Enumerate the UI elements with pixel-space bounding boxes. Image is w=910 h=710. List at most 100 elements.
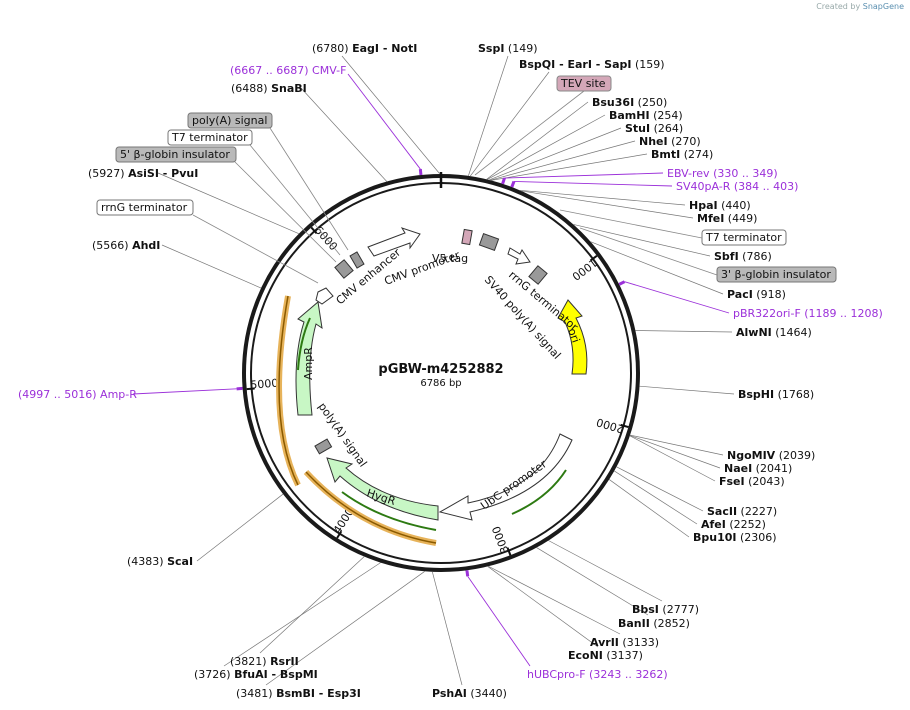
site-leader: [432, 571, 463, 686]
primer-mark: [510, 180, 516, 188]
site-leader: [196, 493, 284, 562]
site-leader: [548, 540, 663, 602]
site-leader: [490, 153, 648, 181]
leader-lines: [157, 55, 735, 686]
feature-cmv-enhancer-arrow: [367, 227, 421, 257]
feature-label-ampr: AmpR: [302, 347, 315, 380]
feature-label-ori: ori: [565, 327, 582, 345]
site-label: (5566) AhdI: [92, 239, 160, 252]
primer-label: EBV-rev (330 .. 349): [667, 167, 778, 180]
primer-label: hUBCpro-F (3243 .. 3262): [527, 668, 668, 681]
tick-mark: [620, 423, 629, 429]
site-label: BbsI (2777): [632, 603, 699, 616]
site-leader: [265, 571, 426, 686]
site-leader: [519, 189, 686, 206]
orf-arrow-hygr: [341, 491, 437, 531]
site-leader: [629, 435, 721, 469]
tick-mark: [506, 547, 512, 556]
site-leader: [223, 562, 381, 667]
feature-insulator-box-right: [528, 265, 548, 285]
primer-leader: [513, 180, 673, 187]
site-leader: [573, 224, 711, 257]
site-leader: [489, 127, 622, 181]
site-label: BmtI (274): [651, 148, 713, 161]
feature-label-ubc-promoter: UbC promoter: [478, 457, 549, 512]
site-leader: [341, 55, 441, 175]
site-label: SacII (2227): [707, 505, 777, 518]
boxed-label-5-globin-insulator: 5' β-globin insulator: [115, 146, 237, 163]
svg-text:TEV site: TEV site: [560, 77, 606, 90]
site-leader: [635, 330, 733, 333]
site-label: PacI (918): [727, 288, 786, 301]
primer-leader: [624, 281, 730, 314]
primers: (6667 .. 6687) CMV-F EBV-rev (330 .. 349)…: [18, 64, 883, 681]
site-leader: [161, 244, 262, 289]
site-label: BanII (2852): [618, 617, 690, 630]
site-leader: [590, 241, 724, 295]
primer-mark: [501, 177, 506, 185]
site-leader: [468, 55, 509, 177]
orf-arrow-bottom-inner: [305, 471, 437, 544]
site-label: (5927) AsiSI - PvuI: [88, 167, 198, 180]
boxed-label-rrng-terminator: rrnG terminator: [96, 199, 194, 216]
site-leader: [486, 101, 589, 180]
site-label: Bsu36I (250): [592, 96, 667, 109]
site-leader: [487, 114, 606, 180]
boxed-labels: TEV site poly(A) signal T7 terminator 5'…: [96, 75, 837, 283]
site-leader: [629, 435, 716, 482]
plasmid-size: 6786 bp: [420, 378, 461, 389]
boxed-label-polya-signal: poly(A) signal: [187, 112, 273, 129]
site-label: AfeI (2252): [701, 518, 766, 531]
feature-hygr-arrow: [326, 457, 439, 521]
orf-arrow-left-inner: [278, 295, 299, 486]
primer-leader: [504, 172, 664, 179]
primer-label: (6667 .. 6687) CMV-F: [230, 64, 346, 77]
tick-label: 5000: [250, 377, 279, 392]
site-label: NheI (270): [639, 135, 701, 148]
primer-label: SV40pA-R (384 .. 403): [676, 180, 798, 193]
site-leader: [157, 172, 300, 235]
site-label: (6780) EagI - NotI: [312, 42, 417, 55]
site-label: Bpu10I (2306): [693, 531, 777, 544]
boxed-leaders: [192, 90, 718, 284]
feature-insulator-box-top: [478, 232, 500, 252]
tick-label: 3000: [490, 524, 512, 555]
svg-text:3' β-globin insulator: 3' β-globin insulator: [721, 268, 831, 281]
feature-label-hygr: HygR: [365, 486, 397, 508]
site-leader: [469, 71, 550, 177]
boxed-label-3-globin-insulator: 3' β-globin insulator: [716, 266, 837, 283]
site-label: SbfI (786): [714, 250, 772, 263]
site-label: (3481) BsmBI - Esp3I: [236, 687, 361, 700]
site-label: AvrII (3133): [590, 636, 659, 649]
orf-arrow-left: [276, 295, 301, 487]
svg-text:poly(A) signal: poly(A) signal: [192, 114, 267, 127]
plasmid-name: pGBW-m4252882: [378, 362, 503, 377]
site-leader: [614, 470, 698, 525]
features: [276, 227, 588, 546]
tick-label: 1000: [569, 256, 599, 283]
primer-label: pBR322ori-F (1189 .. 1208): [733, 307, 883, 320]
feature-tev-site-box: [461, 228, 473, 246]
site-leader: [487, 566, 599, 648]
tick-label: 2000: [595, 415, 626, 435]
primer-mark: [465, 570, 470, 577]
primer-mark: [418, 168, 423, 176]
site-leader: [630, 434, 724, 456]
site-label: (4383) ScaI: [127, 555, 193, 568]
feature-cmv-promoter-small-arrow: [315, 287, 334, 305]
primer-label: (4997 .. 5016) Amp-R: [18, 388, 137, 401]
svg-text:rrnG terminator: rrnG terminator: [101, 201, 188, 214]
orf-arrow-ubc: [511, 469, 567, 515]
site-label: NgoMIV (2039): [727, 449, 815, 462]
primer-leader: [347, 73, 421, 170]
snapgene-credit: Created by SnapGene: [816, 2, 904, 11]
site-leader: [536, 547, 649, 616]
feature-rrng-arrow: [507, 247, 531, 265]
tick-mark: [310, 226, 318, 235]
primer-leader: [132, 388, 237, 395]
feature-polya-box: [314, 438, 333, 455]
feature-ori-arrow: [557, 299, 588, 375]
site-label: StuI (264): [625, 122, 683, 135]
site-label: EcoNI (3137): [568, 649, 643, 662]
